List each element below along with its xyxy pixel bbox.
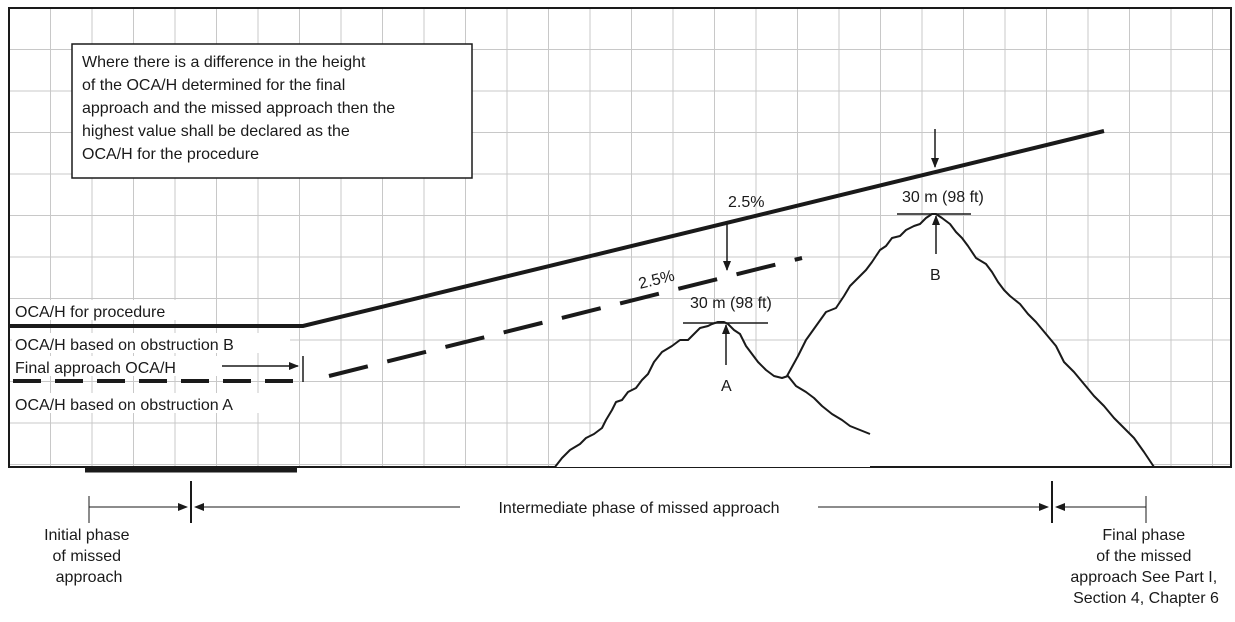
note-line: Where there is a difference in the heigh… [82,54,366,71]
clearance-a-label: 30 m (98 ft) [690,295,772,312]
final-phase-line: approach See Part I, [1070,569,1217,586]
note-line: OCA/H for the procedure [82,146,259,163]
clearance-b-label: 30 m (98 ft) [902,189,984,206]
intermediate-phase-label: Intermediate phase of missed approach [498,500,779,517]
label-backing [12,356,220,376]
label-backing [12,393,288,413]
obstruction-a-surface-dashed [328,256,803,378]
procedure-oca-line [9,129,1105,328]
note-line: of the OCA/H determined for the final [82,77,345,94]
obstacle-a-outline [554,321,871,468]
obstacle-b-mountain [751,213,1155,468]
note-box [71,43,473,179]
final-phase-line: Section 4, Chapter 6 [1073,590,1219,607]
gradient-lower-label: 2.5% [637,268,676,293]
obstacle-a-mountain [555,322,870,467]
label-backing [12,300,202,320]
label-backing [12,333,290,353]
oca-procedure-label: OCA/H for procedure [15,304,165,321]
oca-obstruction-b-label: OCA/H based on obstruction B [15,337,234,354]
initial-phase-line: approach [56,569,123,586]
initial-phase-label: Initial phase of missed approach [44,527,134,586]
obstacle-a-letter: A [721,378,732,395]
final-approach-oca-label: Final approach OCA/H [15,360,176,377]
final-phase-line: of the missed [1096,548,1191,565]
note-text: Where there is a difference in the heigh… [82,54,400,163]
oca-obstruction-a-label: OCA/H based on obstruction A [15,397,233,414]
initial-phase-line: Initial phase [44,527,129,544]
gradient-upper-label: 2.5% [728,194,764,211]
final-phase-label: Final phase of the missed approach See P… [1070,527,1221,607]
note-line: approach and the missed approach then th… [82,100,395,117]
initial-phase-line: of missed [53,548,121,565]
note-line: highest value shall be declared as the [82,123,350,140]
final-phase-line: Final phase [1102,527,1185,544]
obstacle-b-letter: B [930,267,941,284]
